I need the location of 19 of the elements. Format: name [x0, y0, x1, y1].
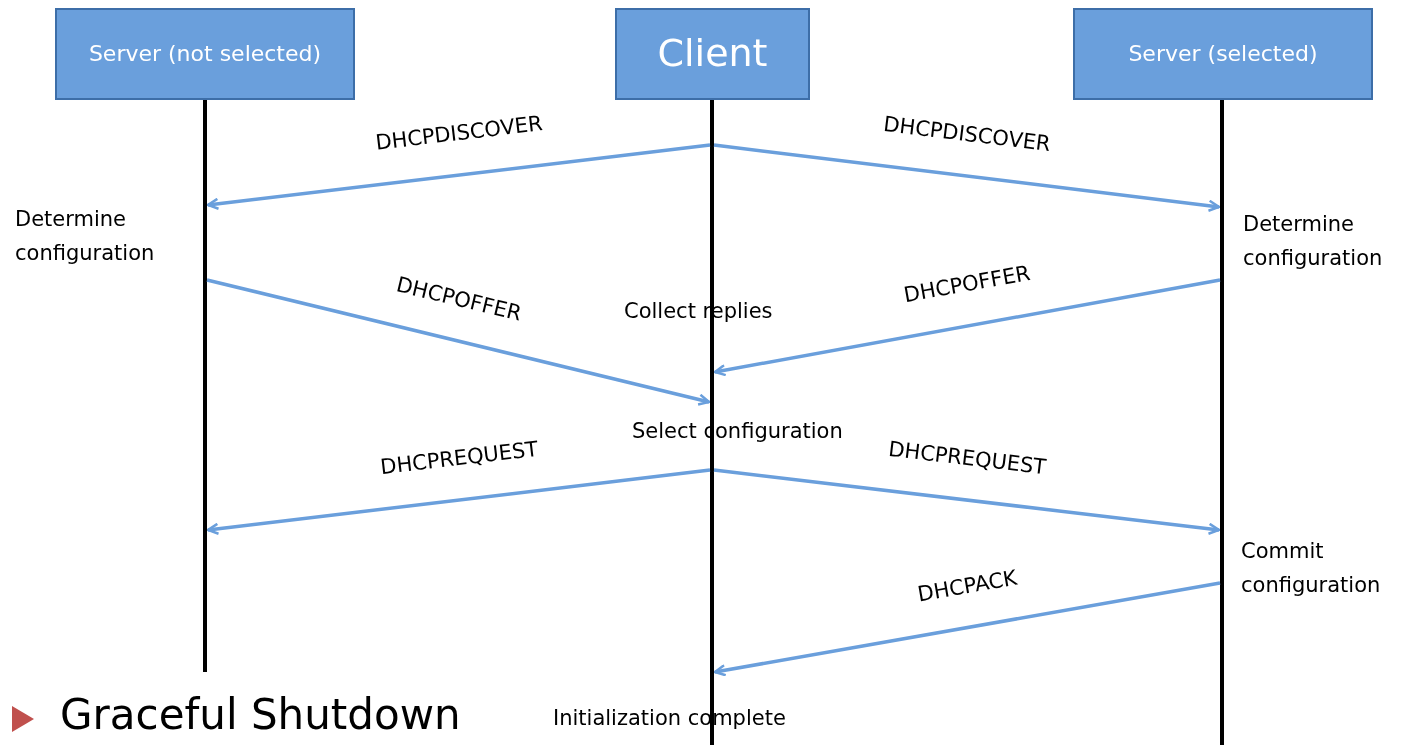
- message-arrow: [206, 278, 711, 406]
- message-label: DHCPDISCOVER: [373, 111, 544, 155]
- participant-box: Server (selected): [1073, 8, 1373, 100]
- message-label: DHCPDISCOVER: [882, 111, 1052, 157]
- message-arrow: [713, 468, 1221, 536]
- message-arrow: [206, 468, 711, 536]
- step-note: Determine configuration: [15, 206, 156, 267]
- message-arrow: [713, 278, 1221, 377]
- bullet-heading: Graceful Shutdown: [60, 690, 461, 741]
- message-label: DHCPREQUEST: [887, 436, 1048, 480]
- participant-box: Server (not selected): [55, 8, 355, 100]
- message-arrow: [713, 143, 1221, 212]
- step-note: Determine configuration: [1243, 211, 1384, 272]
- step-note: Commit configuration: [1241, 538, 1382, 599]
- message-arrow: [713, 581, 1221, 677]
- message-arrow: [206, 143, 711, 211]
- message-label: DHCPACK: [915, 565, 1019, 606]
- participant-box: Client: [615, 8, 810, 100]
- message-label: DHCPREQUEST: [378, 436, 539, 480]
